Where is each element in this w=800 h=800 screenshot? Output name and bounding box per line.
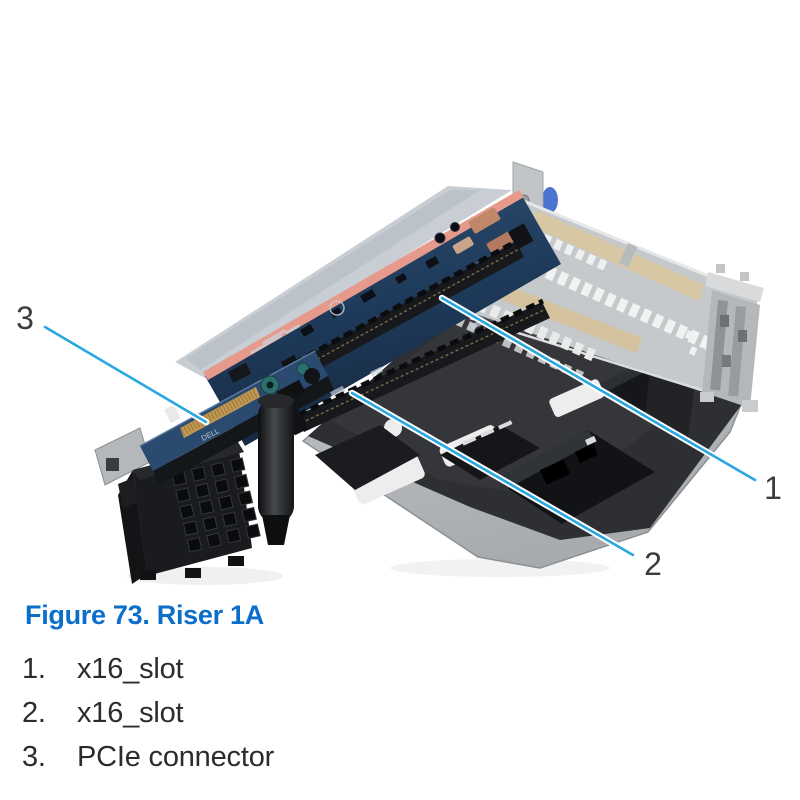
figure-caption: Figure 73. Riser 1A — [25, 600, 264, 630]
callout-line-1 — [438, 294, 759, 484]
callout-number-2: 2 — [644, 546, 662, 582]
filler-clip — [619, 243, 638, 268]
pcb-copper-parts — [452, 207, 514, 254]
black-knob — [304, 368, 320, 384]
callout-number-3: 3 — [16, 300, 34, 336]
list-item-2-label: x16_slot — [77, 697, 184, 729]
callout-number-1: 1 — [764, 470, 782, 506]
shroud-step-block — [315, 425, 420, 490]
wall-screw-holes — [684, 330, 698, 356]
cage-latch — [700, 264, 764, 412]
list-item-2-number: 2. — [22, 697, 46, 729]
filler-blank-upper — [531, 210, 704, 301]
callout-line-3 — [41, 323, 210, 426]
list-item-3: 3. PCIe connector — [22, 740, 274, 774]
list-item-1-number: 1. — [22, 653, 46, 685]
list-item-3-number: 3. — [22, 741, 46, 773]
pcb-silkscreen — [250, 319, 483, 398]
gold-edge-fingers — [180, 387, 260, 438]
pcb-logo-stamp — [329, 300, 345, 316]
blue-grommet — [542, 187, 558, 213]
pcb-back-bracket — [175, 186, 512, 378]
callouts: 1 2 3 — [16, 294, 782, 582]
list-item-1-label: x16_slot — [77, 653, 184, 685]
list-item-1: 1. x16_slot — [22, 652, 184, 686]
white-connector — [164, 404, 181, 424]
callout-line-2 — [348, 389, 637, 559]
floor-shadow — [390, 559, 610, 577]
pcb-components — [228, 222, 460, 383]
vent-holes-row-b — [544, 266, 712, 350]
list-item-2: 2. x16_slot — [22, 696, 184, 730]
cylinder-post — [258, 394, 294, 545]
card-holder-assembly: DELL — [94, 350, 334, 584]
floor-shadow-left — [127, 567, 283, 585]
list-item-3-label: PCIe connector — [77, 741, 275, 773]
